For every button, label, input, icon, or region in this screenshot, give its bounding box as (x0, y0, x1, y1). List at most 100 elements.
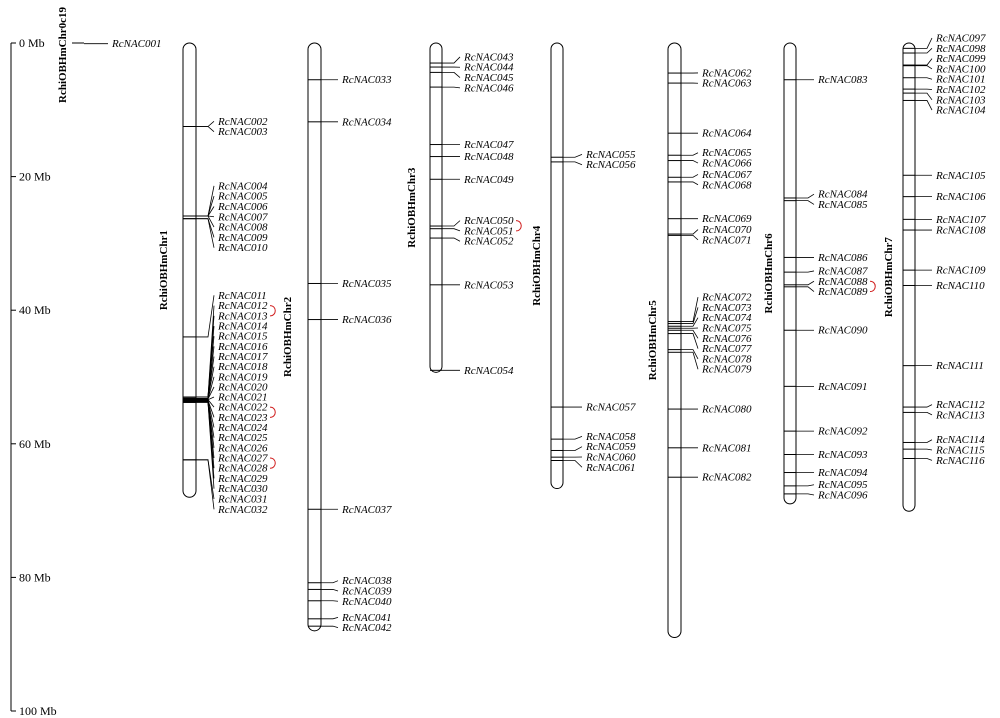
gene-label: RcNAC042 (341, 622, 392, 634)
gene-leader (915, 37, 933, 49)
gene-label: RcNAC108 (935, 225, 986, 237)
duplication-arc (269, 406, 276, 418)
chromosome-body (307, 42, 322, 632)
gene-label: RcNAC106 (935, 191, 986, 203)
gene-leader (915, 412, 933, 416)
gene-label: RcNAC092 (817, 426, 868, 438)
gene-label: RcNAC115 (935, 445, 985, 457)
gene-label: RcNAC100 (935, 63, 986, 75)
gene-label: RcNAC073 (701, 302, 752, 314)
chromosome-5: RchiOBHmChr5RcNAC062RcNAC063RcNAC064RcNA… (647, 42, 752, 639)
gene-label: RcNAC024 (217, 422, 268, 434)
gene-label: RcNAC049 (463, 174, 514, 186)
chromosome-6: RchiOBHmChr6RcNAC083RcNAC084RcNAC085RcNA… (763, 42, 876, 505)
gene-label: RcNAC084 (817, 189, 868, 201)
gene-leader (681, 307, 699, 324)
chromosome-body (550, 42, 564, 490)
gene-label: RcNAC001 (111, 38, 162, 50)
gene-label: RcNAC020 (217, 381, 268, 393)
gene-leader (796, 193, 815, 199)
gene-label: RcNAC112 (935, 399, 985, 411)
gene-label: RcNAC107 (935, 214, 986, 226)
gene-label: RcNAC068 (701, 179, 752, 191)
gene-label: RcNAC086 (817, 252, 868, 264)
gene-label: RcNAC075 (701, 323, 752, 335)
gene-label: RcNAC034 (341, 116, 392, 128)
gene-label: RcNAC109 (935, 265, 986, 277)
chromosome-body (182, 42, 197, 498)
chromosome-body (783, 42, 797, 505)
gene-label: RcNAC091 (817, 381, 868, 393)
chromosome-name: RchiOBHmChr1 (158, 230, 170, 310)
gene-label: RcNAC105 (935, 170, 986, 182)
duplication-arc (869, 280, 876, 293)
gene-leader (681, 160, 699, 164)
gene-label: RcNAC051 (463, 225, 514, 237)
gene-leader (681, 174, 699, 178)
gene-label: RcNAC010 (217, 242, 268, 254)
chromosome-name: RchiOBHmChr7 (883, 237, 895, 318)
gene-label: RcNAC070 (701, 224, 752, 236)
gene-leader (196, 126, 215, 132)
gene-label: RcNAC058 (585, 431, 636, 443)
scale-tick-label: 40 Mb (19, 303, 51, 317)
gene-label: RcNAC101 (935, 74, 986, 86)
gene-label: RcNAC011 (217, 290, 267, 302)
gene-label: RcNAC085 (817, 199, 868, 211)
gene-leader (563, 460, 583, 468)
gene-leader (196, 121, 215, 127)
gene-leader (442, 220, 461, 227)
gene-label: RcNAC060 (585, 451, 636, 463)
gene-leader (563, 161, 583, 166)
gene-label: RcNAC066 (701, 158, 752, 170)
gene-label: RcNAC029 (217, 473, 268, 485)
gene-label: RcNAC008 (217, 222, 268, 234)
gene-leader (796, 484, 815, 487)
gene-label: RcNAC102 (935, 84, 986, 96)
gene-leader (321, 600, 339, 602)
gene-leader (442, 237, 461, 242)
gene-leader (196, 386, 215, 400)
gene-leader (196, 400, 215, 448)
gene-label: RcNAC015 (217, 331, 268, 343)
gene-label: RcNAC053 (463, 279, 514, 291)
gene-leader (796, 200, 815, 205)
gene-label: RcNAC004 (217, 180, 268, 192)
chromosome-body (429, 42, 443, 373)
gene-label: RcNAC019 (217, 371, 268, 383)
gene-label: RcNAC055 (585, 149, 636, 161)
gene-label: RcNAC056 (585, 159, 636, 171)
duplication-arc (515, 220, 522, 232)
gene-label: RcNAC047 (463, 139, 514, 151)
gene-label: RcNAC059 (585, 441, 636, 453)
gene-leader (563, 435, 583, 440)
gene-label: RcNAC067 (701, 169, 752, 181)
gene-leader (196, 215, 215, 228)
gene-leader (681, 297, 699, 322)
scale-tick-label: 20 Mb (19, 170, 51, 184)
gene-label: RcNAC113 (935, 409, 985, 421)
gene-label: RcNAC098 (935, 43, 986, 55)
gene-label: RcNAC044 (463, 62, 514, 74)
gene-leader (915, 58, 933, 66)
scale-tick-label: 0 Mb (19, 36, 45, 50)
gene-label: RcNAC046 (463, 82, 514, 94)
gene-leader (915, 65, 933, 70)
gene-label: RcNAC063 (701, 78, 752, 90)
gene-label: RcNAC083 (817, 74, 868, 86)
chromosome-name: RchiOBHmChr5 (647, 300, 659, 381)
gene-label: RcNAC018 (217, 361, 268, 373)
gene-leader (681, 152, 699, 156)
gene-label: RcNAC023 (217, 412, 268, 424)
gene-leader (796, 280, 815, 286)
gene-label: RcNAC081 (701, 442, 752, 454)
gene-leader (321, 589, 339, 592)
gene-label: RcNAC043 (463, 51, 514, 63)
gene-label: RcNAC036 (341, 314, 392, 326)
gene-leader (681, 351, 699, 370)
gene-label: RcNAC038 (341, 575, 392, 587)
gene-label: RcNAC028 (217, 463, 268, 475)
gene-label: RcNAC016 (217, 341, 268, 353)
gene-leader (196, 399, 215, 408)
